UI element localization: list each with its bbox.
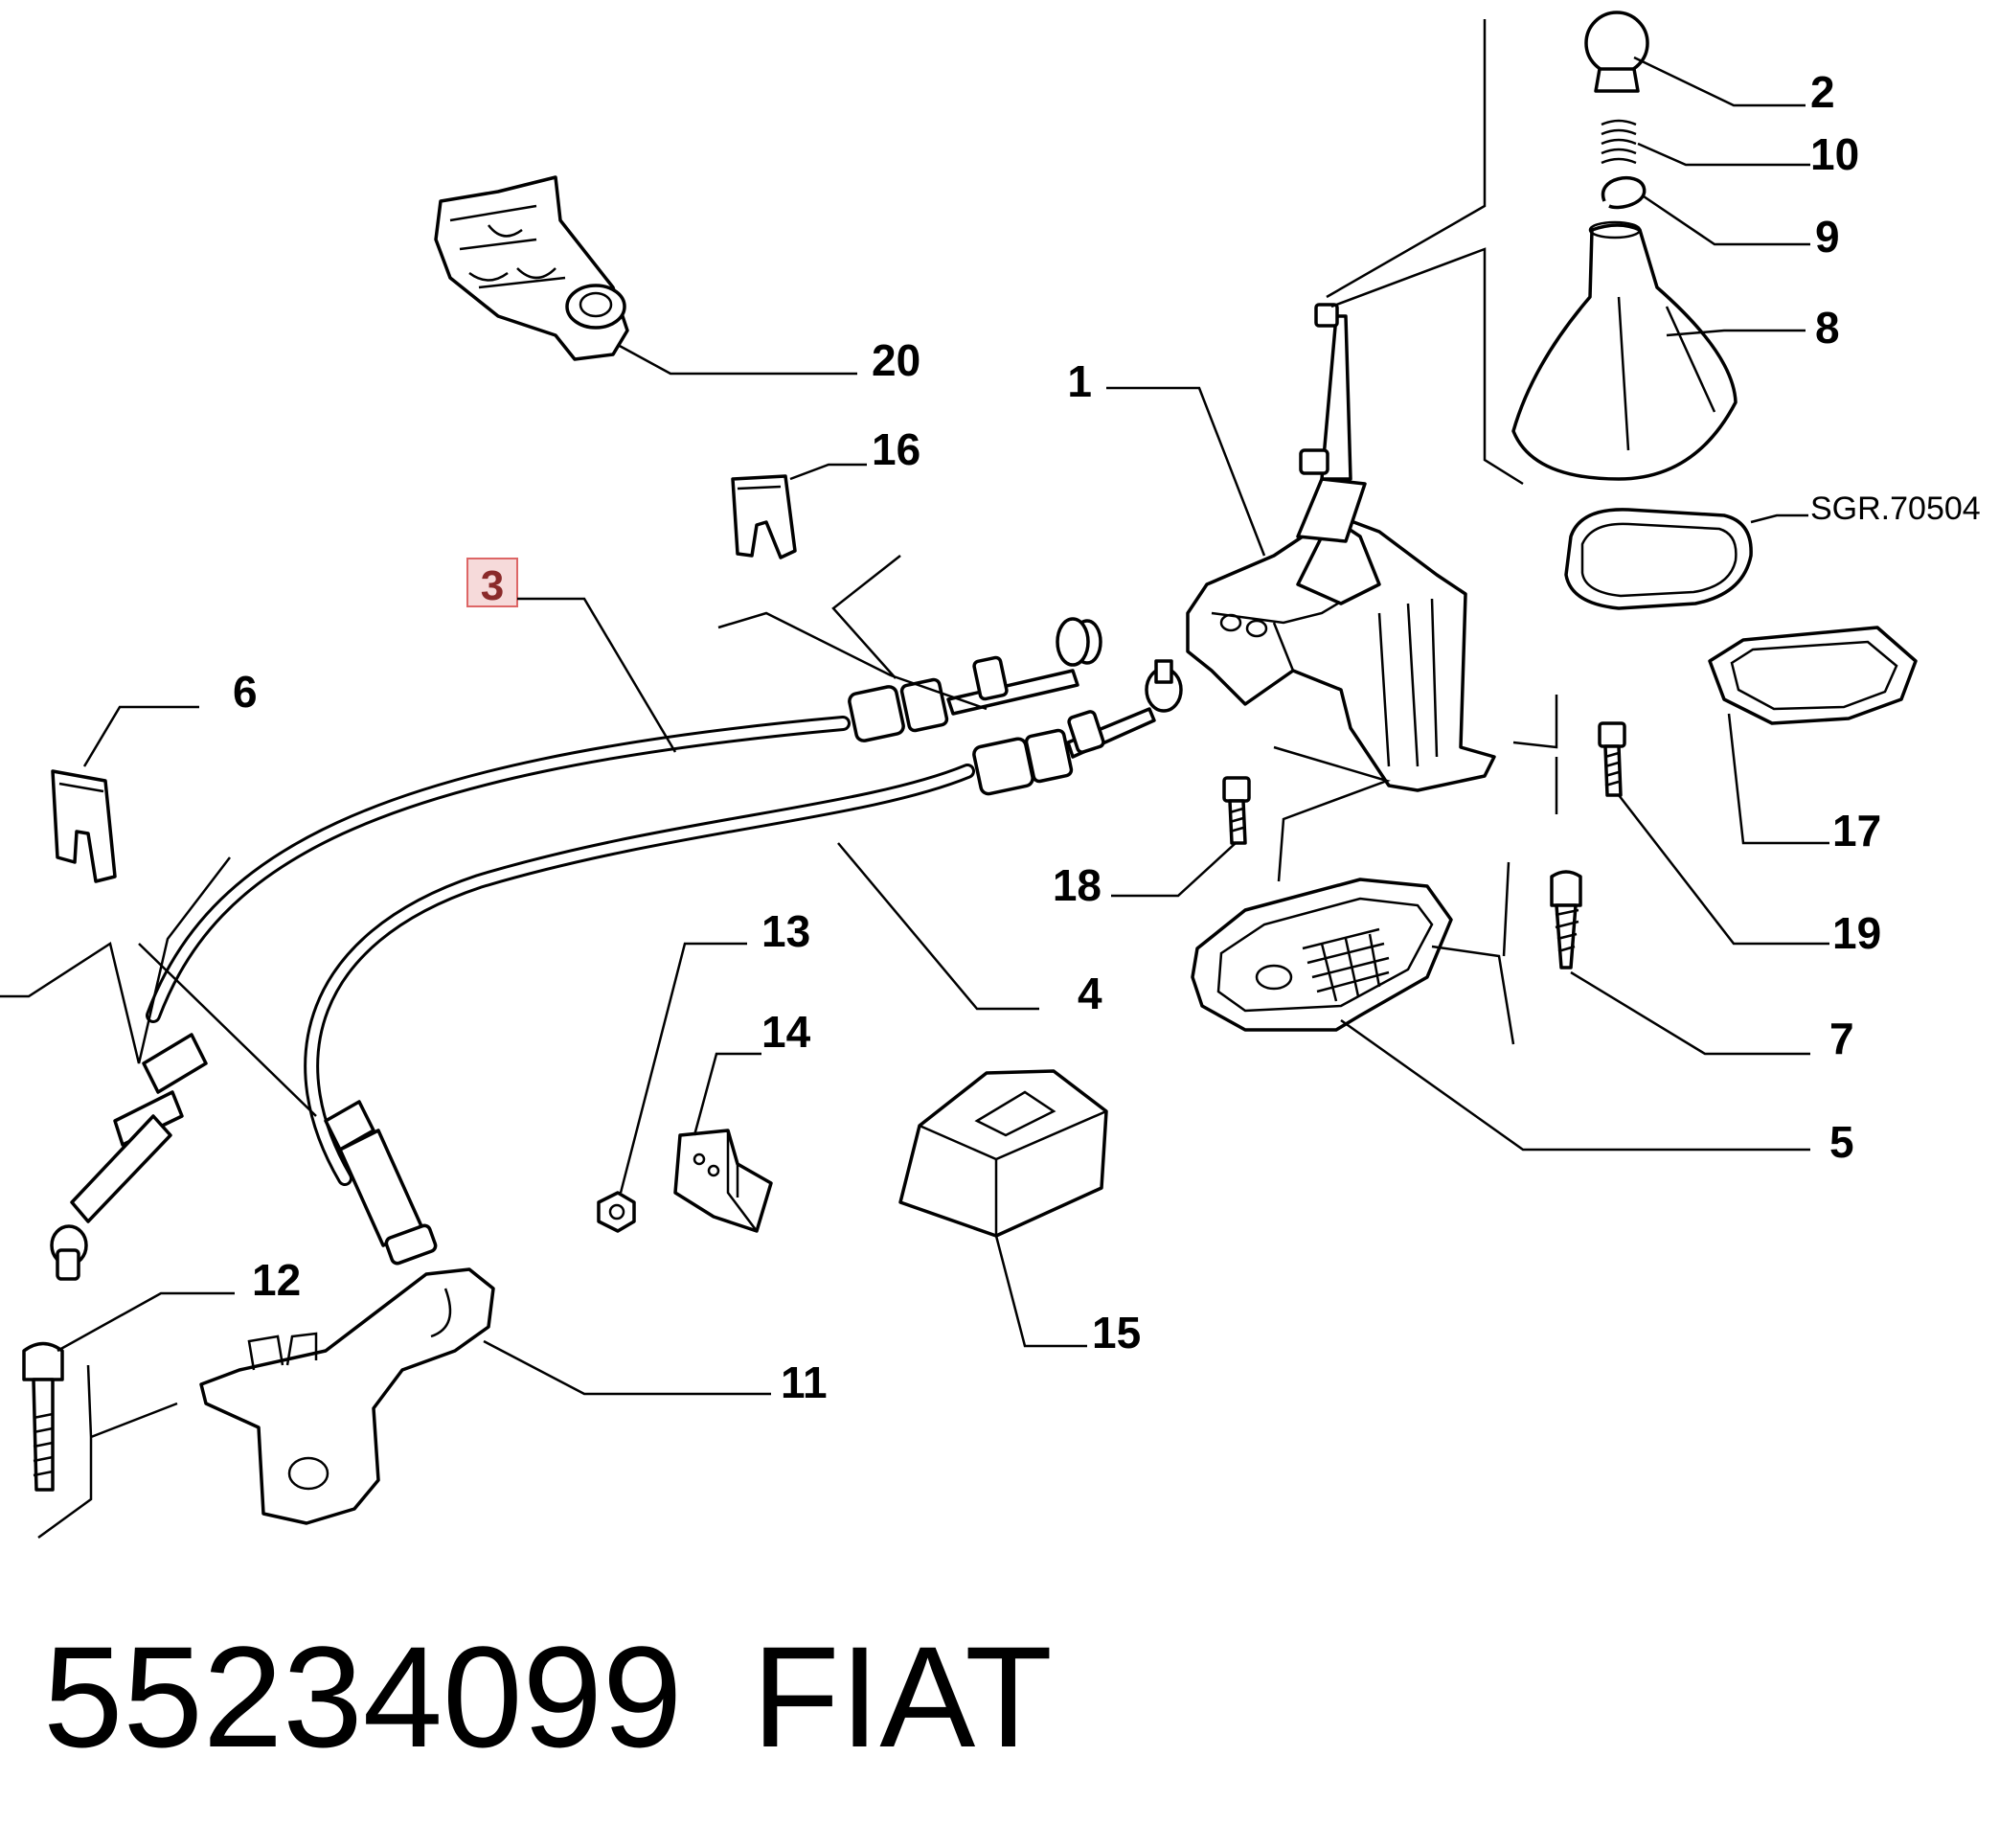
cable-guide-lines	[717, 555, 988, 711]
leader-8	[1666, 329, 1806, 337]
leader-7	[1570, 970, 1810, 1056]
callout-15: 15	[1092, 1308, 1141, 1357]
part-6-clip	[51, 769, 117, 883]
leader-18	[1111, 842, 1237, 898]
part-10-spring	[1601, 119, 1637, 165]
leader-14	[693, 1052, 761, 1136]
leader-sgr	[1750, 513, 1808, 524]
part-3-highlight-marker: 3	[466, 558, 518, 609]
callout-5: 5	[1829, 1117, 1854, 1167]
part-9-circlip	[1601, 175, 1647, 210]
leader-5	[1340, 1018, 1810, 1152]
cable-guide-lines-left	[0, 856, 317, 1117]
part-8-boot	[1511, 220, 1738, 481]
part-19-bolt	[1598, 721, 1626, 797]
leader-10	[1637, 142, 1810, 167]
callout-1: 1	[1067, 356, 1092, 406]
housing-guide-lines	[1273, 695, 1558, 882]
callout-8: 8	[1815, 303, 1840, 353]
part-18-bolt	[1222, 776, 1251, 845]
leader-6	[82, 705, 199, 767]
leader-12	[57, 1291, 235, 1353]
part-1-shifter-housing	[1186, 303, 1496, 792]
callout-10: 10	[1810, 129, 1859, 179]
callout-9: 9	[1815, 212, 1840, 262]
callout-11: 11	[781, 1357, 828, 1407]
leader-13	[619, 942, 747, 1194]
leader-15	[994, 1235, 1087, 1348]
callout-16: 16	[872, 424, 920, 474]
part-16-clip	[731, 474, 797, 559]
sgr-reference-label: SGR.70504	[1810, 491, 1981, 527]
callout-14: 14	[761, 1007, 811, 1057]
part-13-nut	[597, 1191, 636, 1233]
leader-11	[483, 1339, 771, 1396]
callout-2: 2	[1810, 67, 1835, 117]
bolt-guide-lines	[37, 1364, 178, 1540]
part-7-screw	[1550, 870, 1582, 970]
part-3-label: 3	[481, 562, 504, 609]
callout-13: 13	[761, 906, 810, 956]
part-11-lever-bracket	[199, 1267, 495, 1525]
callout-7: 7	[1829, 1014, 1854, 1063]
part-15-cover-block	[898, 1069, 1108, 1238]
part-number: 55234099	[43, 1616, 682, 1777]
brand-name: FIAT	[752, 1616, 1053, 1777]
part-2-knob	[1584, 11, 1649, 93]
leader-17	[1727, 713, 1829, 845]
leader-9	[1643, 194, 1810, 246]
lever-guide-lines	[1326, 19, 1524, 486]
callout-4: 4	[1078, 969, 1102, 1018]
sgr-gasket-ring	[1564, 508, 1753, 610]
leader-3	[517, 597, 677, 753]
callout-17: 17	[1832, 806, 1881, 856]
leader-16	[789, 463, 867, 481]
callout-6: 6	[233, 667, 258, 717]
part-12-bolt	[22, 1341, 64, 1492]
gear-cables	[50, 617, 1183, 1281]
callout-19: 19	[1832, 908, 1881, 958]
leader-1	[1106, 386, 1266, 557]
part-5-base-plate	[1191, 878, 1453, 1032]
leader-19	[1618, 794, 1829, 946]
leader-2	[1633, 56, 1806, 107]
part-17-seal-frame	[1708, 626, 1918, 725]
callout-20: 20	[872, 335, 920, 385]
callout-12: 12	[252, 1255, 301, 1305]
leader-4	[837, 842, 1039, 1011]
callout-labels: 1 2 4 5 6 7 8 9 10 11 12 13 14 15 16 17 …	[233, 67, 1881, 1407]
leader-20	[617, 343, 857, 376]
part-14-bracket	[673, 1129, 773, 1233]
callout-18: 18	[1053, 860, 1102, 910]
part-20-bracket	[434, 175, 629, 361]
plate-guide-lines	[1431, 861, 1515, 1045]
